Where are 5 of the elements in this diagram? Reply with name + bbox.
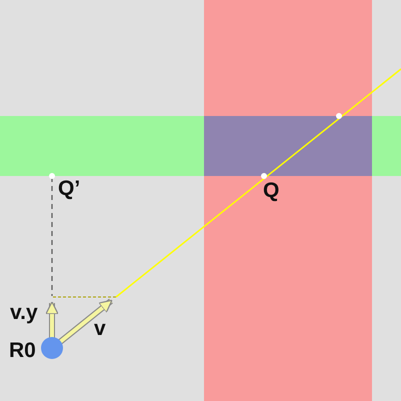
point-label: Q’ [58,178,80,199]
vector-label: v.y [10,302,38,323]
point-label: R0 [9,340,36,361]
vector-label: v [94,318,106,339]
point-label: Q [263,180,280,201]
